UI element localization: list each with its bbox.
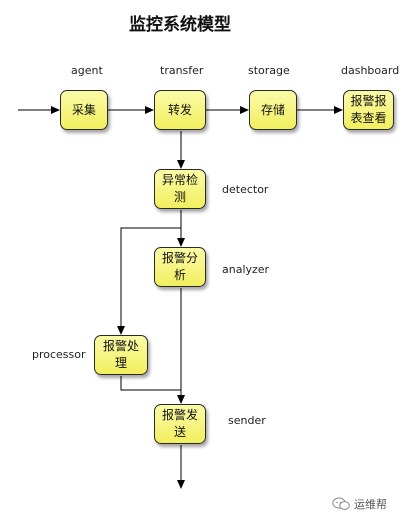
stage-label-detector: detector bbox=[222, 183, 269, 196]
diagram-title: 监控系统模型 bbox=[129, 15, 231, 35]
arrow-branch-to-handle bbox=[117, 227, 181, 335]
stage-label-transfer: transfer bbox=[160, 64, 204, 77]
stage-label-agent: agent bbox=[71, 64, 103, 77]
stage-label-sender: sender bbox=[228, 414, 266, 427]
line-handle-to-send bbox=[120, 376, 181, 391]
stage-label-dashboard: dashboard bbox=[341, 64, 400, 77]
node-store[interactable]: 存储 bbox=[249, 90, 297, 130]
node-send[interactable]: 报警发送 bbox=[154, 404, 206, 444]
stage-label-analyzer: analyzer bbox=[222, 263, 270, 276]
chat-bubbles-icon bbox=[332, 497, 350, 510]
node-report[interactable]: 报警报表查看 bbox=[343, 90, 394, 130]
node-forward[interactable]: 转发 bbox=[154, 90, 206, 130]
node-collect[interactable]: 采集 bbox=[60, 90, 108, 130]
stage-label-processor: processor bbox=[32, 348, 86, 361]
watermark: 运维帮 bbox=[332, 496, 387, 512]
node-anomaly[interactable]: 异常检测 bbox=[154, 169, 206, 209]
watermark-text: 运维帮 bbox=[354, 498, 387, 511]
node-analyze[interactable]: 报警分析 bbox=[154, 247, 206, 287]
node-handle[interactable]: 报警处理 bbox=[94, 335, 148, 375]
stage-label-storage: storage bbox=[248, 64, 290, 77]
